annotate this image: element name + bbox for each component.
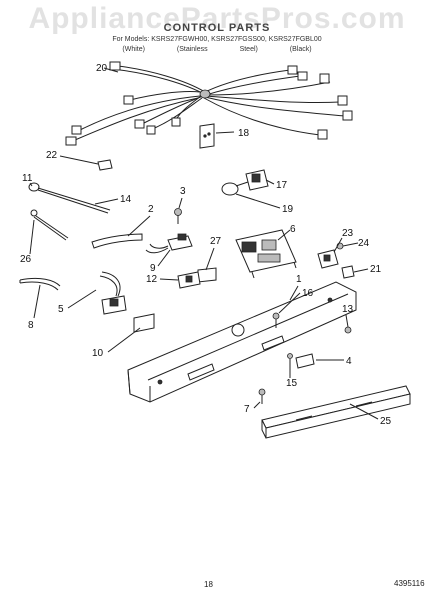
callout-12: 12	[146, 274, 158, 285]
callout-27: 27	[210, 236, 222, 247]
mounting-screw-part	[272, 312, 280, 328]
rocker-switch-part	[177, 271, 201, 289]
trim-strip-part	[261, 385, 411, 439]
callout-10: 10	[92, 348, 104, 359]
callout-23: 23	[342, 228, 354, 239]
callout-24: 24	[358, 238, 370, 249]
jumper-wire-part	[19, 277, 61, 291]
document-number: 4395116	[394, 579, 425, 588]
callout-20: 20	[96, 63, 108, 74]
finish-list: (White) (Stainless Steel) (Black)	[122, 46, 312, 53]
diagram-heading: CONTROL PARTS	[163, 22, 271, 34]
actuator-part	[287, 353, 315, 369]
callout-9: 9	[150, 263, 156, 274]
callout-22: 22	[46, 150, 58, 161]
callout-25: 25	[380, 416, 392, 427]
watermark-text: AppliancePartsPros.com	[28, 2, 406, 35]
switch-part	[145, 233, 193, 254]
callout-1: 1	[296, 274, 302, 285]
tube-part	[91, 233, 143, 249]
screw-13-part	[344, 326, 352, 334]
dispenser-switch-part	[317, 242, 355, 279]
callout-18: 18	[238, 128, 250, 139]
callout-4: 4	[346, 356, 352, 367]
callout-19: 19	[282, 204, 294, 215]
label-part	[197, 267, 217, 283]
screw-7-part	[258, 388, 266, 404]
thermistor-part	[28, 182, 111, 241]
callout-21: 21	[370, 264, 382, 275]
callout-11: 11	[22, 173, 33, 184]
callout-16: 16	[302, 288, 314, 299]
callout-26: 26	[20, 254, 32, 265]
page-number: 18	[204, 580, 213, 589]
callout-17: 17	[276, 180, 288, 191]
callout-2: 2	[148, 204, 154, 215]
insulation-pad-part	[133, 313, 155, 333]
callout-7: 7	[244, 404, 250, 415]
callout-8: 8	[28, 320, 34, 331]
callout-5: 5	[58, 304, 64, 315]
callout-13: 13	[342, 304, 354, 315]
switch-harness-part	[99, 271, 127, 315]
wire-harness-part	[65, 61, 353, 146]
title-block: AppliancePartsPros.com	[0, 2, 434, 36]
light-socket-part	[221, 169, 269, 196]
callout-15: 15	[286, 378, 298, 389]
callout-14: 14	[120, 194, 132, 205]
control-board-part	[235, 229, 297, 279]
model-list: For Models: KSRS27FGWH00, KSRS27FGSS00, …	[112, 36, 322, 43]
cover-plate-part	[199, 123, 215, 149]
clip-part	[97, 159, 113, 171]
control-housing-part	[127, 281, 357, 403]
callout-3: 3	[180, 186, 186, 197]
callout-6: 6	[290, 224, 296, 235]
screw-part	[174, 208, 182, 224]
